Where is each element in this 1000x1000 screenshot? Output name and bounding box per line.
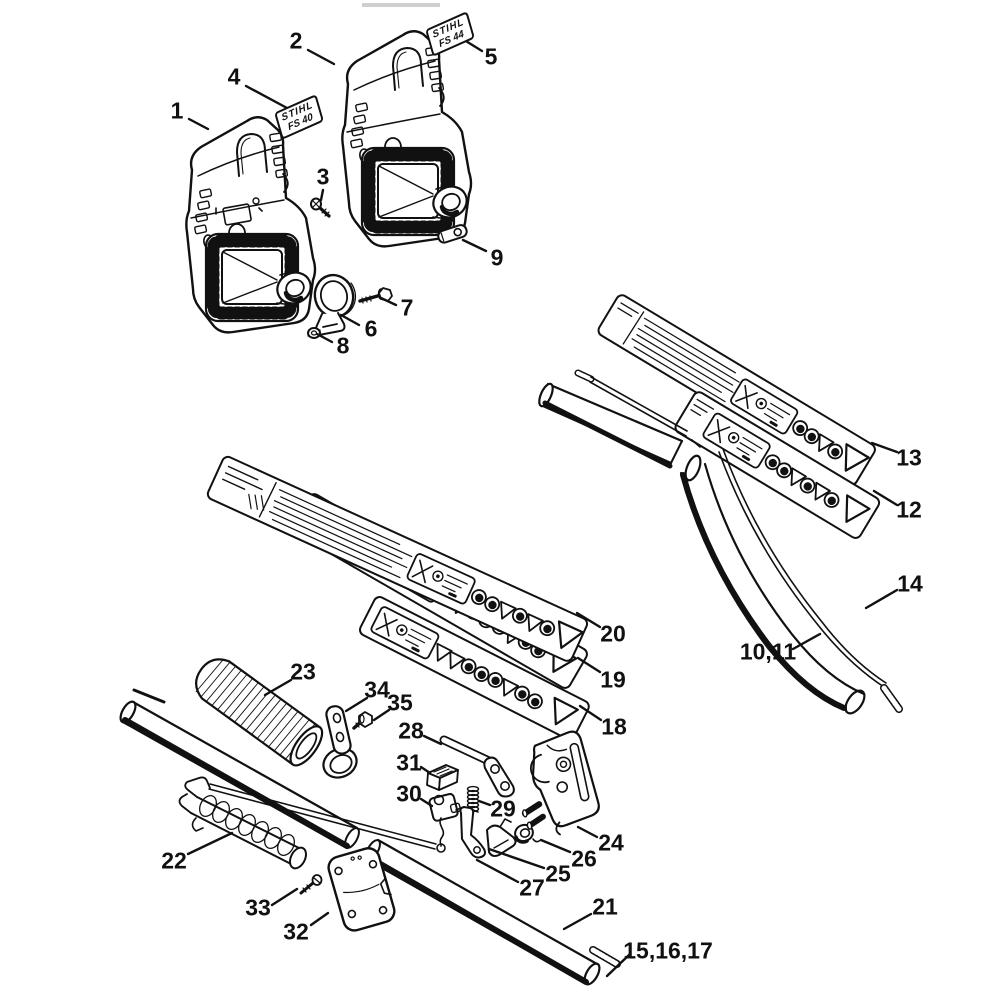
clamp-housing-32	[327, 847, 396, 932]
leader-line-25	[487, 847, 546, 870]
leader-lines	[186, 36, 899, 978]
drive-tube-straight-section	[538, 382, 684, 469]
leader-line-27	[475, 858, 520, 884]
leader-line-10-11	[791, 632, 822, 651]
leader-line-2	[306, 48, 336, 66]
leader-line-20	[575, 611, 602, 629]
leader-line-26	[539, 838, 572, 854]
leader-line-29	[477, 799, 492, 807]
leader-line-7	[379, 296, 398, 307]
leader-line-14	[864, 588, 899, 610]
leader-line-18	[578, 704, 603, 722]
leader-line-28	[422, 734, 443, 746]
handle-grip-23	[195, 658, 324, 767]
screw-3	[310, 197, 331, 218]
leader-line-8	[315, 332, 334, 344]
interlock-lever-25	[486, 818, 517, 857]
warning-strip-18	[359, 596, 590, 741]
leader-line-9	[461, 238, 488, 253]
leader-line-22	[186, 831, 234, 856]
leader-line-31	[419, 765, 432, 775]
handle-housing-24	[521, 730, 600, 836]
screw-33	[299, 874, 323, 895]
leader-line-30	[419, 797, 434, 808]
clamp-6	[313, 273, 357, 336]
throttle-cable	[208, 783, 446, 853]
leader-line-21	[562, 912, 593, 931]
screw-35	[352, 711, 373, 730]
cropped-edge-artifact	[362, 3, 440, 7]
leader-line-6	[339, 313, 361, 327]
warning-strip-12	[674, 391, 881, 539]
engine-cover-2	[342, 31, 471, 246]
drive-tube-curved-10-11	[679, 454, 866, 715]
leader-line-12	[872, 489, 899, 507]
grip-clamp-34	[322, 705, 358, 779]
flexible-shaft-14	[574, 369, 903, 713]
cover-1-switch-detail	[215, 197, 263, 226]
leader-line-15-16-17	[605, 952, 632, 978]
leader-line-34	[344, 696, 369, 713]
leader-line-33	[270, 887, 299, 907]
leader-line-4	[244, 84, 289, 110]
spiral-liner-22	[178, 776, 307, 870]
drive-tube-21	[119, 688, 621, 986]
leader-line-1	[187, 117, 210, 131]
bracket-9	[437, 224, 468, 244]
warning-strip-20	[206, 455, 589, 662]
leader-line-32	[309, 911, 330, 927]
leader-line-3	[319, 188, 325, 202]
leader-line-19	[576, 656, 602, 674]
leader-line-35	[372, 708, 391, 722]
leader-line-13	[870, 441, 899, 454]
nut-8	[307, 327, 321, 339]
throttle-trigger-27	[455, 806, 486, 859]
switch-housing-30	[428, 793, 462, 847]
throttle-rod-28	[439, 735, 515, 798]
switch-31	[426, 764, 459, 791]
leader-line-24	[576, 825, 599, 839]
engine-cover-1	[186, 117, 315, 332]
leader-line-23	[263, 678, 293, 697]
